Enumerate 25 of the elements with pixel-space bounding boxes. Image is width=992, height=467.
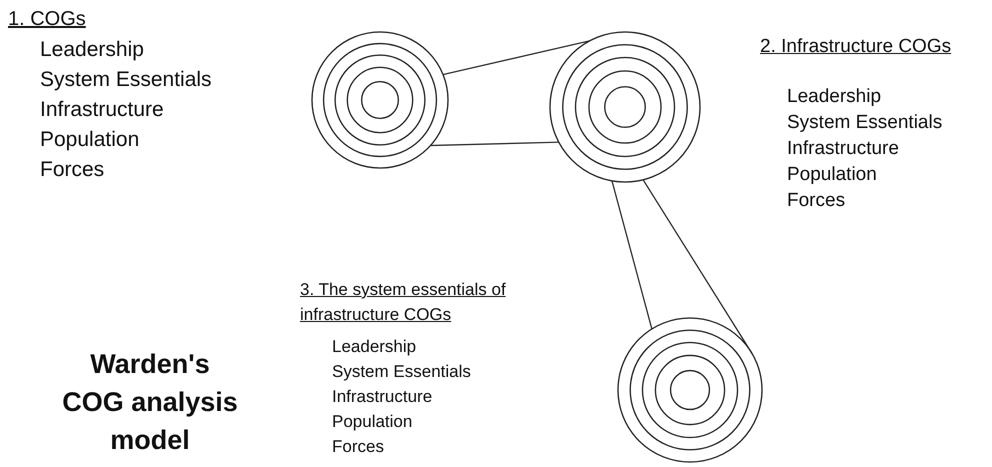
list-item: Population [40, 128, 140, 152]
title: Warden's COG analysis model [61, 348, 239, 457]
concentric-rings-icon [311, 31, 449, 169]
list-heading: 2. Infrastructure COGs [760, 36, 952, 58]
list-heading: 1. COGs [8, 8, 86, 31]
zoom-line [430, 142, 559, 146]
list-item: Infrastructure [40, 98, 164, 122]
list-item: System Essentials [40, 68, 212, 92]
list-item: Population [332, 412, 412, 432]
list-heading: 3. The system essentials of infrastructure COGs [300, 279, 507, 326]
list-item: Forces [787, 190, 846, 212]
list-item: Leadership [332, 337, 416, 357]
list-item: System Essentials [332, 362, 471, 382]
list-item: Leadership [40, 38, 144, 62]
list-item: Infrastructure [332, 387, 432, 407]
concentric-rings-icon [549, 31, 701, 183]
list-item: Population [787, 164, 877, 186]
list-item: Forces [40, 158, 104, 182]
zoom-line [442, 40, 590, 76]
list-item: System Essentials [787, 112, 942, 134]
list-item: Infrastructure [787, 138, 899, 160]
concentric-rings-icon [617, 317, 763, 463]
list-item: Leadership [787, 86, 882, 108]
zoom-line [611, 180, 652, 330]
list-item: Forces [332, 437, 384, 457]
